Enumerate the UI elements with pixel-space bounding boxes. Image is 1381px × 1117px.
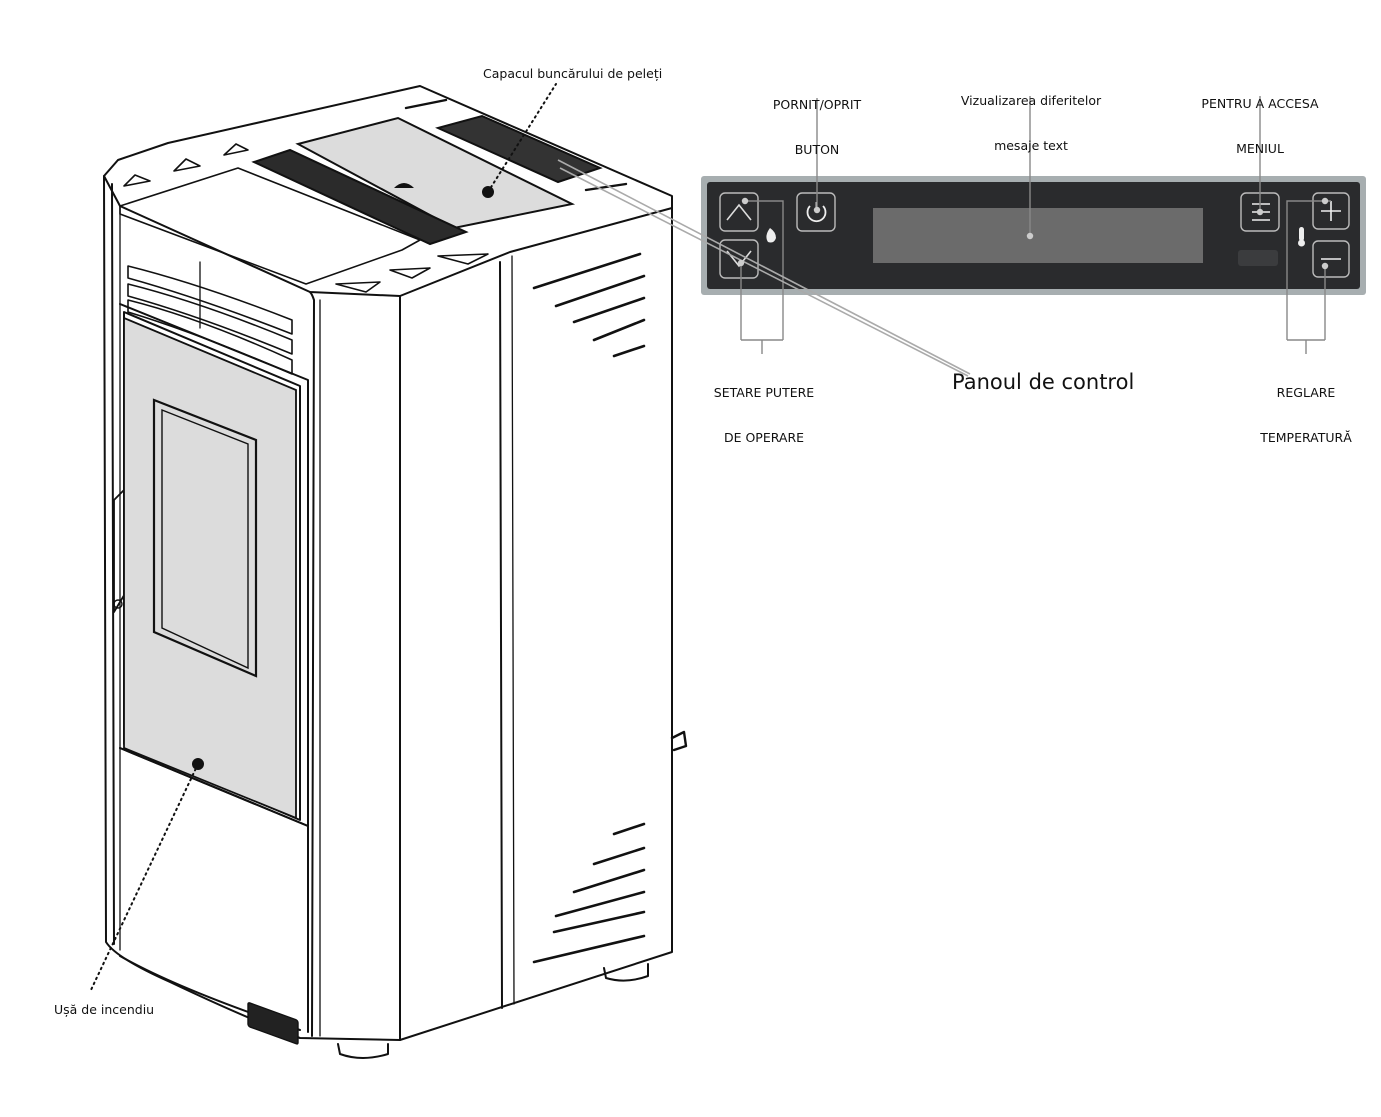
- power-setting-label: SETARE PUTERE DE OPERARE: [702, 355, 826, 460]
- vent-strip: [251, 148, 469, 246]
- fire-door-marker: [192, 758, 204, 770]
- temperature-label-line1: REGLARE: [1276, 385, 1336, 400]
- thermometer-icon: [1298, 227, 1305, 247]
- temperature-plus-button[interactable]: [1312, 192, 1350, 230]
- power-up-button[interactable]: [719, 192, 759, 232]
- power-setting-label-line2: DE OPERARE: [723, 430, 805, 445]
- menu-label-line1: PENTRU A ACCESA: [1201, 96, 1319, 111]
- hopper-lid-glass: [295, 116, 576, 230]
- panel-leader-dots: [737, 197, 1329, 270]
- control-panel-label: Panoul de control: [952, 370, 1135, 394]
- display-label-line2: mesaje text: [994, 138, 1068, 153]
- side-panel-divider: [499, 261, 503, 1009]
- hopper-lid-label: Capacul buncărului de peleți: [483, 66, 663, 81]
- pellet-stove: [103, 85, 688, 1059]
- power-setting-label-line1: SETARE PUTERE: [713, 385, 815, 400]
- on-off-label-line2: BUTON: [794, 142, 840, 157]
- plus-icon: [1321, 201, 1341, 221]
- display-label-line1: Vizualizarea diferitelor: [960, 93, 1102, 108]
- fire-door-label: Ușă de incendiu: [54, 1002, 155, 1017]
- menu-label-line2: MENIUL: [1236, 141, 1284, 156]
- chevron-up-icon: [726, 203, 752, 221]
- top-panel-miniature: [435, 114, 603, 184]
- stove-callouts: [89, 83, 557, 993]
- text-display: [873, 208, 1203, 263]
- temperature-minus-button[interactable]: [1312, 240, 1350, 278]
- hopper-lid-marker: [482, 186, 494, 198]
- front-top-plate: [119, 167, 421, 285]
- status-led: [1238, 250, 1278, 266]
- temperature-label-line2: TEMPERATURĂ: [1260, 430, 1352, 445]
- temperature-label: REGLARE TEMPERATURĂ: [1246, 355, 1366, 460]
- flame-icon: [766, 228, 776, 243]
- hopper-lid-knob: [394, 183, 414, 188]
- on-off-label: PORNIT/OPRIT BUTON: [757, 67, 877, 172]
- front-corner: [309, 291, 315, 1037]
- display-label: Vizualizarea diferitelor mesaje text: [940, 63, 1122, 168]
- menu-label: PENTRU A ACCESA MENIUL: [1190, 66, 1330, 171]
- leader-lines: [557, 96, 1331, 377]
- on-off-label-line1: PORNIT/OPRIT: [772, 97, 862, 112]
- fire-door-window: [152, 398, 258, 678]
